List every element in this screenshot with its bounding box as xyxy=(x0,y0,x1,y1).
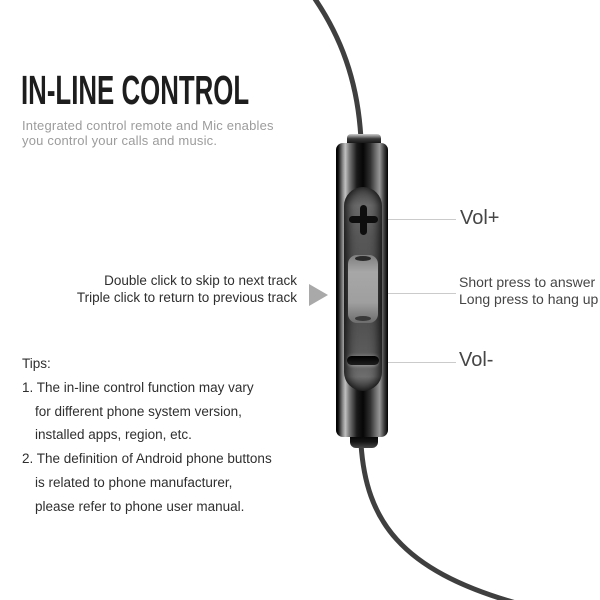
page-title: IN-LINE CONTROL xyxy=(21,67,250,113)
subtitle-line-2: you control your calls and music. xyxy=(22,132,218,148)
button-notch xyxy=(355,316,371,321)
inline-remote-device xyxy=(336,143,388,437)
tip-line: is related to phone manufacturer, xyxy=(35,474,233,490)
answer-label: Short press to answer Long press to hang… xyxy=(459,274,598,308)
device-bottom-collar xyxy=(350,434,378,448)
volume-up-label: Vol+ xyxy=(460,207,500,229)
plus-icon xyxy=(359,205,367,235)
subtitle-line-1: Integrated control remote and Mic enable… xyxy=(22,118,274,133)
device-control-panel xyxy=(344,187,382,391)
page-subtitle: Integrated control remote and Mic enable… xyxy=(22,118,274,148)
button-notch xyxy=(355,256,371,261)
instruction-line-1: Double click to skip to next track xyxy=(104,273,297,288)
callout-line-volume-down xyxy=(388,362,456,363)
callout-line-volume-up xyxy=(388,219,456,220)
multifunction-button xyxy=(348,255,378,323)
tip-line: please refer to phone user manual. xyxy=(35,498,245,514)
volume-down-button xyxy=(347,356,379,365)
answer-label-line-2: Long press to hang up xyxy=(459,291,599,307)
tip-line: installed apps, region, etc. xyxy=(35,427,192,443)
cable-bottom xyxy=(358,441,515,600)
cable-top xyxy=(312,0,364,143)
track-instructions: Double click to skip to next track Tripl… xyxy=(0,272,297,306)
tip-line: 1. The in-line control function may vary xyxy=(22,379,254,395)
callout-line-answer xyxy=(388,293,456,294)
tips-section: Tips: 1. The in-line control function ma… xyxy=(22,352,322,519)
tips-heading: Tips: xyxy=(22,356,51,371)
instruction-line-2: Triple click to return to previous track xyxy=(76,290,297,305)
answer-label-line-1: Short press to answer xyxy=(459,274,596,290)
volume-down-label: Vol- xyxy=(459,349,494,371)
right-triangle-icon xyxy=(309,284,328,306)
tip-line: 2. The definition of Android phone butto… xyxy=(22,451,272,467)
tip-line: for different phone system version, xyxy=(35,403,242,419)
